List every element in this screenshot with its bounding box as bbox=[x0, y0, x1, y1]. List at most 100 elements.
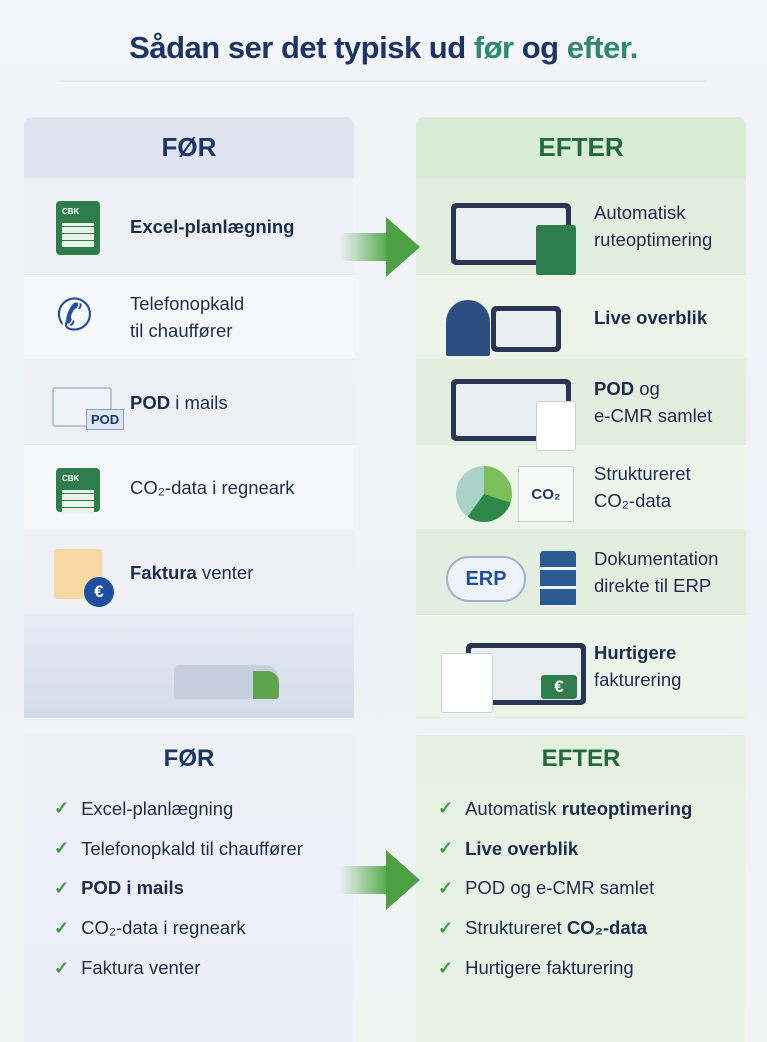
city-van-illustration bbox=[24, 615, 354, 718]
item-label-line2: e-CMR samlet bbox=[594, 405, 713, 426]
check-icon: ✓ bbox=[438, 838, 454, 859]
item-label-line2: til chauffører bbox=[130, 320, 233, 341]
item-label: POD i mails bbox=[130, 389, 228, 416]
summary-after-heading: EFTER bbox=[541, 745, 621, 772]
co2-document-icon: CO₂ bbox=[518, 466, 574, 522]
item-label-normal: venter bbox=[196, 561, 254, 583]
check-icon: ✓ bbox=[438, 957, 454, 978]
check-icon: ✓ bbox=[54, 838, 70, 859]
laptop-document-icon bbox=[436, 371, 586, 451]
list-item: ✓ Struktureret CO₂-data bbox=[416, 908, 746, 948]
item-label-line2: ruteoptimering bbox=[594, 229, 713, 250]
list-item: ✓ POD i mails bbox=[24, 869, 354, 909]
item-label-bold: Hurtigere bbox=[594, 642, 677, 663]
item-label-bold: Faktura bbox=[130, 561, 197, 583]
item-text: Struktureret bbox=[465, 917, 567, 939]
item-text: Automatisk bbox=[465, 797, 562, 819]
invoice-folder-icon: € bbox=[52, 541, 122, 607]
item-label-normal: og bbox=[634, 378, 660, 399]
divider bbox=[60, 80, 707, 82]
item-label: Faktura venter bbox=[130, 559, 253, 586]
spreadsheet-icon: CBK bbox=[52, 456, 122, 518]
dispatcher-icon bbox=[436, 286, 586, 356]
item-text: Telefonopkald til chauffører bbox=[81, 837, 303, 859]
cloud-erp-icon: ERP bbox=[436, 541, 586, 607]
sheet-label: CBK bbox=[62, 474, 80, 483]
summary-before: FØR ✓Excel-planlægning ✓Telefonopkald ti… bbox=[24, 735, 354, 1042]
item-text-bold: CO₂-data bbox=[566, 917, 648, 939]
item-label: POD og e-CMR samlet bbox=[594, 375, 712, 429]
item-label: Excel-planlægning bbox=[130, 215, 295, 237]
after-panel: EFTER Automatisk ruteoptimering Live over… bbox=[416, 117, 746, 719]
item-label-line2: direkte til ERP bbox=[594, 575, 712, 596]
title-text: Sådan ser det typisk ud bbox=[129, 30, 474, 65]
item-text: CO₂-data i regneark bbox=[81, 917, 246, 939]
item-text: POD i mails bbox=[81, 877, 184, 899]
item-text-bold: Live overblik bbox=[465, 837, 579, 859]
list-item: ✓ Automatisk ruteoptimering bbox=[416, 789, 746, 829]
item-label-line1: Dokumentation bbox=[594, 548, 719, 569]
list-item: ✓ Telefonopkald til chauffører bbox=[24, 829, 354, 869]
after-item-pod: POD og e-CMR samlet bbox=[416, 360, 746, 451]
before-heading: FØR bbox=[24, 117, 354, 178]
arrow-right-icon bbox=[340, 217, 420, 277]
item-text: Excel-planlægning bbox=[81, 797, 234, 819]
before-panel: FØR CBK Excel-planlægning ✆ Telefonopkald t… bbox=[24, 117, 354, 719]
euro-icon: € bbox=[541, 675, 577, 699]
after-heading: EFTER bbox=[416, 117, 746, 178]
item-label: Live overblik bbox=[594, 306, 708, 328]
check-icon: ✓ bbox=[438, 877, 454, 898]
pie-chart-icon: CO₂ bbox=[436, 456, 586, 522]
van-icon bbox=[174, 665, 279, 699]
item-label-line1: Automatisk bbox=[594, 202, 686, 223]
title-highlight-before: før bbox=[473, 30, 514, 65]
title-text: og bbox=[513, 30, 567, 65]
title-highlight-after: efter. bbox=[566, 30, 639, 65]
list-item: ✓Excel-planlægning bbox=[24, 789, 354, 829]
check-icon: ✓ bbox=[54, 917, 70, 938]
before-item-excel: CBK Excel-planlægning bbox=[24, 178, 354, 275]
item-label-line1: Struktureret bbox=[594, 463, 691, 484]
before-item-co2: CBK CO₂-data i regneark bbox=[24, 445, 354, 530]
after-item-erp: ERP Dokumentation direkte til ERP bbox=[416, 530, 746, 615]
item-label-bold: POD bbox=[130, 391, 171, 413]
list-item: ✓ Live overblik bbox=[416, 829, 746, 869]
check-icon: ✓ bbox=[438, 798, 454, 819]
item-text-bold: ruteoptimering bbox=[561, 797, 693, 819]
check-icon: ✓ bbox=[438, 917, 454, 938]
after-item-route: Automatisk ruteoptimering bbox=[416, 178, 746, 275]
item-text: Faktura venter bbox=[81, 957, 201, 979]
item-label-normal: i mails bbox=[170, 391, 228, 413]
check-icon: ✓ bbox=[54, 957, 70, 978]
list-item: ✓ Hurtigere fakturering bbox=[416, 948, 746, 988]
before-item-phone: ✆ Telefonopkald til chauffører bbox=[24, 275, 354, 360]
item-text: POD og e-CMR samlet bbox=[465, 877, 655, 899]
after-item-live: Live overblik bbox=[416, 275, 746, 360]
item-label-line1: Telefonopkald bbox=[130, 293, 245, 314]
envelope-icon: POD bbox=[52, 371, 125, 433]
arrow-right-icon bbox=[340, 850, 420, 910]
item-text: Hurtigere fakturering bbox=[465, 957, 634, 979]
sheet-label: CBK bbox=[62, 207, 80, 216]
list-item: ✓ Faktura venter bbox=[24, 948, 354, 988]
phone-icon: ✆ bbox=[56, 291, 93, 340]
list-item: ✓ POD og e-CMR samlet bbox=[416, 869, 746, 909]
spreadsheet-icon: CBK bbox=[52, 195, 122, 257]
summary-before-heading: FØR bbox=[163, 745, 215, 772]
server-icon bbox=[540, 551, 576, 607]
list-item: ✓ CO₂-data i regneark bbox=[24, 908, 354, 948]
before-item-invoice: € Faktura venter bbox=[24, 530, 354, 615]
item-label: CO₂-data i regneark bbox=[130, 476, 295, 498]
laptop-map-icon bbox=[436, 195, 586, 275]
item-label: Dokumentation direkte til ERP bbox=[594, 545, 718, 599]
check-icon: ✓ bbox=[54, 877, 70, 898]
item-label-bold: POD bbox=[594, 378, 635, 399]
summary-after: EFTER ✓ Automatisk ruteoptimering ✓ Live o… bbox=[416, 735, 746, 1042]
item-label: Automatisk ruteoptimering bbox=[594, 199, 712, 253]
item-label: Telefonopkald til chauffører bbox=[130, 290, 244, 344]
